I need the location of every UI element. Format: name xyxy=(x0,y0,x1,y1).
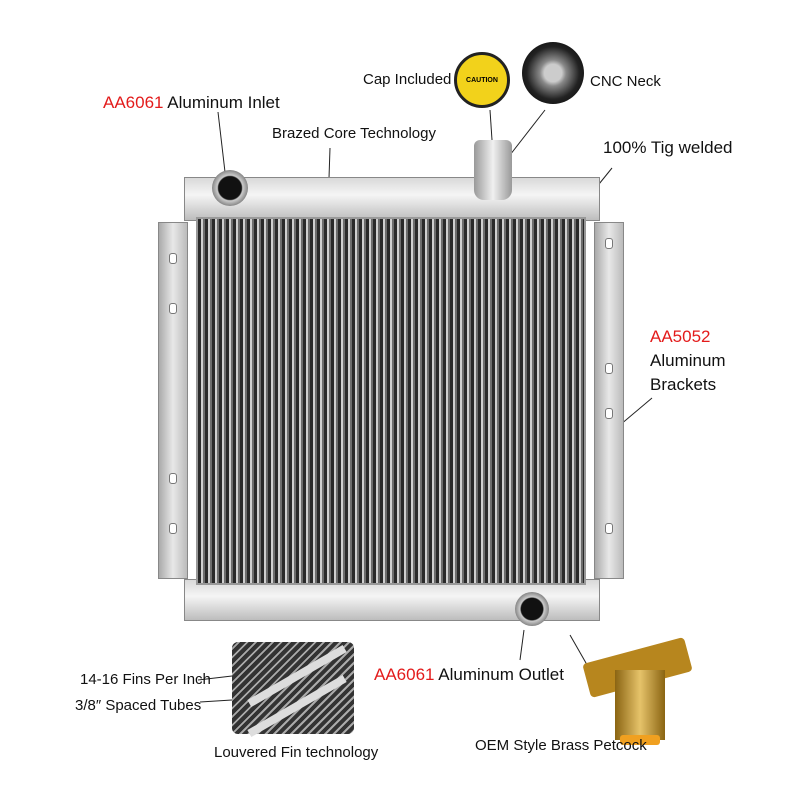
outlet-pipe xyxy=(515,592,549,626)
top-tank xyxy=(184,177,600,221)
inlet-pipe xyxy=(212,170,248,206)
cap-label: Cap Included xyxy=(363,71,452,88)
filler-neck xyxy=(474,140,512,200)
brazed-label: Brazed Core Technology xyxy=(272,125,436,142)
cap-text: CAUTION xyxy=(466,76,498,84)
tubes-label: 3/8″ Spaced Tubes xyxy=(75,697,202,714)
louvered-fin-image xyxy=(232,642,354,737)
brass-petcock-image xyxy=(582,637,695,750)
louvered-label: Louvered Fin technology xyxy=(214,744,379,761)
cnc-label: CNC Neck xyxy=(590,73,661,90)
fins-label: 14-16 Fins Per Inch xyxy=(80,671,211,688)
cnc-neck-image xyxy=(522,42,584,104)
left-bracket xyxy=(158,222,188,579)
outlet-label: AA6061 Aluminum Outlet xyxy=(374,665,564,684)
inlet-label: AA6061 Aluminum Inlet xyxy=(103,93,280,112)
petcock-label: OEM Style Brass Petcock xyxy=(475,737,647,754)
tig-label: 100% Tig welded xyxy=(603,138,733,157)
right-bracket xyxy=(594,222,624,579)
radiator-cap-image: CAUTION xyxy=(454,52,510,108)
radiator-core xyxy=(196,217,586,585)
